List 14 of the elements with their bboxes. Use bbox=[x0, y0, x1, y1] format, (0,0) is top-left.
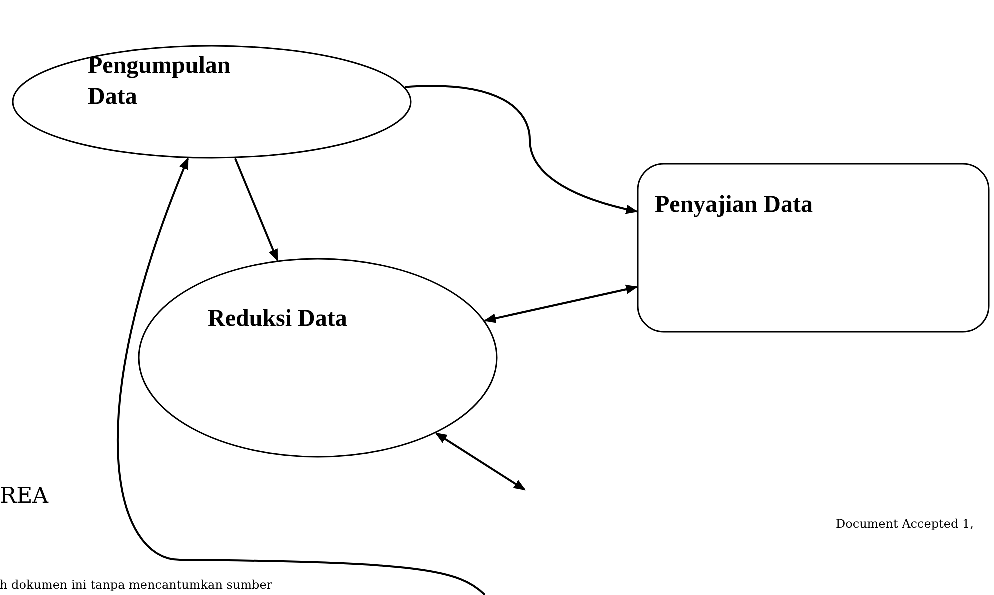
arrow bbox=[405, 85, 638, 214]
process-ellipse bbox=[138, 258, 498, 458]
arrow bbox=[484, 284, 638, 324]
note-text: Document Accepted 1, bbox=[836, 517, 974, 531]
arrow bbox=[234, 158, 279, 262]
node-label: Penyajian Data bbox=[655, 191, 814, 220]
note-text: h dokumen ini tanpa mencantumkan sumber bbox=[0, 578, 273, 592]
process-ellipse bbox=[12, 45, 412, 159]
arrow bbox=[435, 432, 526, 491]
arrow bbox=[117, 157, 486, 595]
node-label: Pengumpulan Data bbox=[88, 52, 232, 112]
process-box bbox=[637, 163, 990, 333]
node-label: Reduksi Data bbox=[208, 305, 348, 334]
note-text: REA bbox=[0, 484, 49, 509]
